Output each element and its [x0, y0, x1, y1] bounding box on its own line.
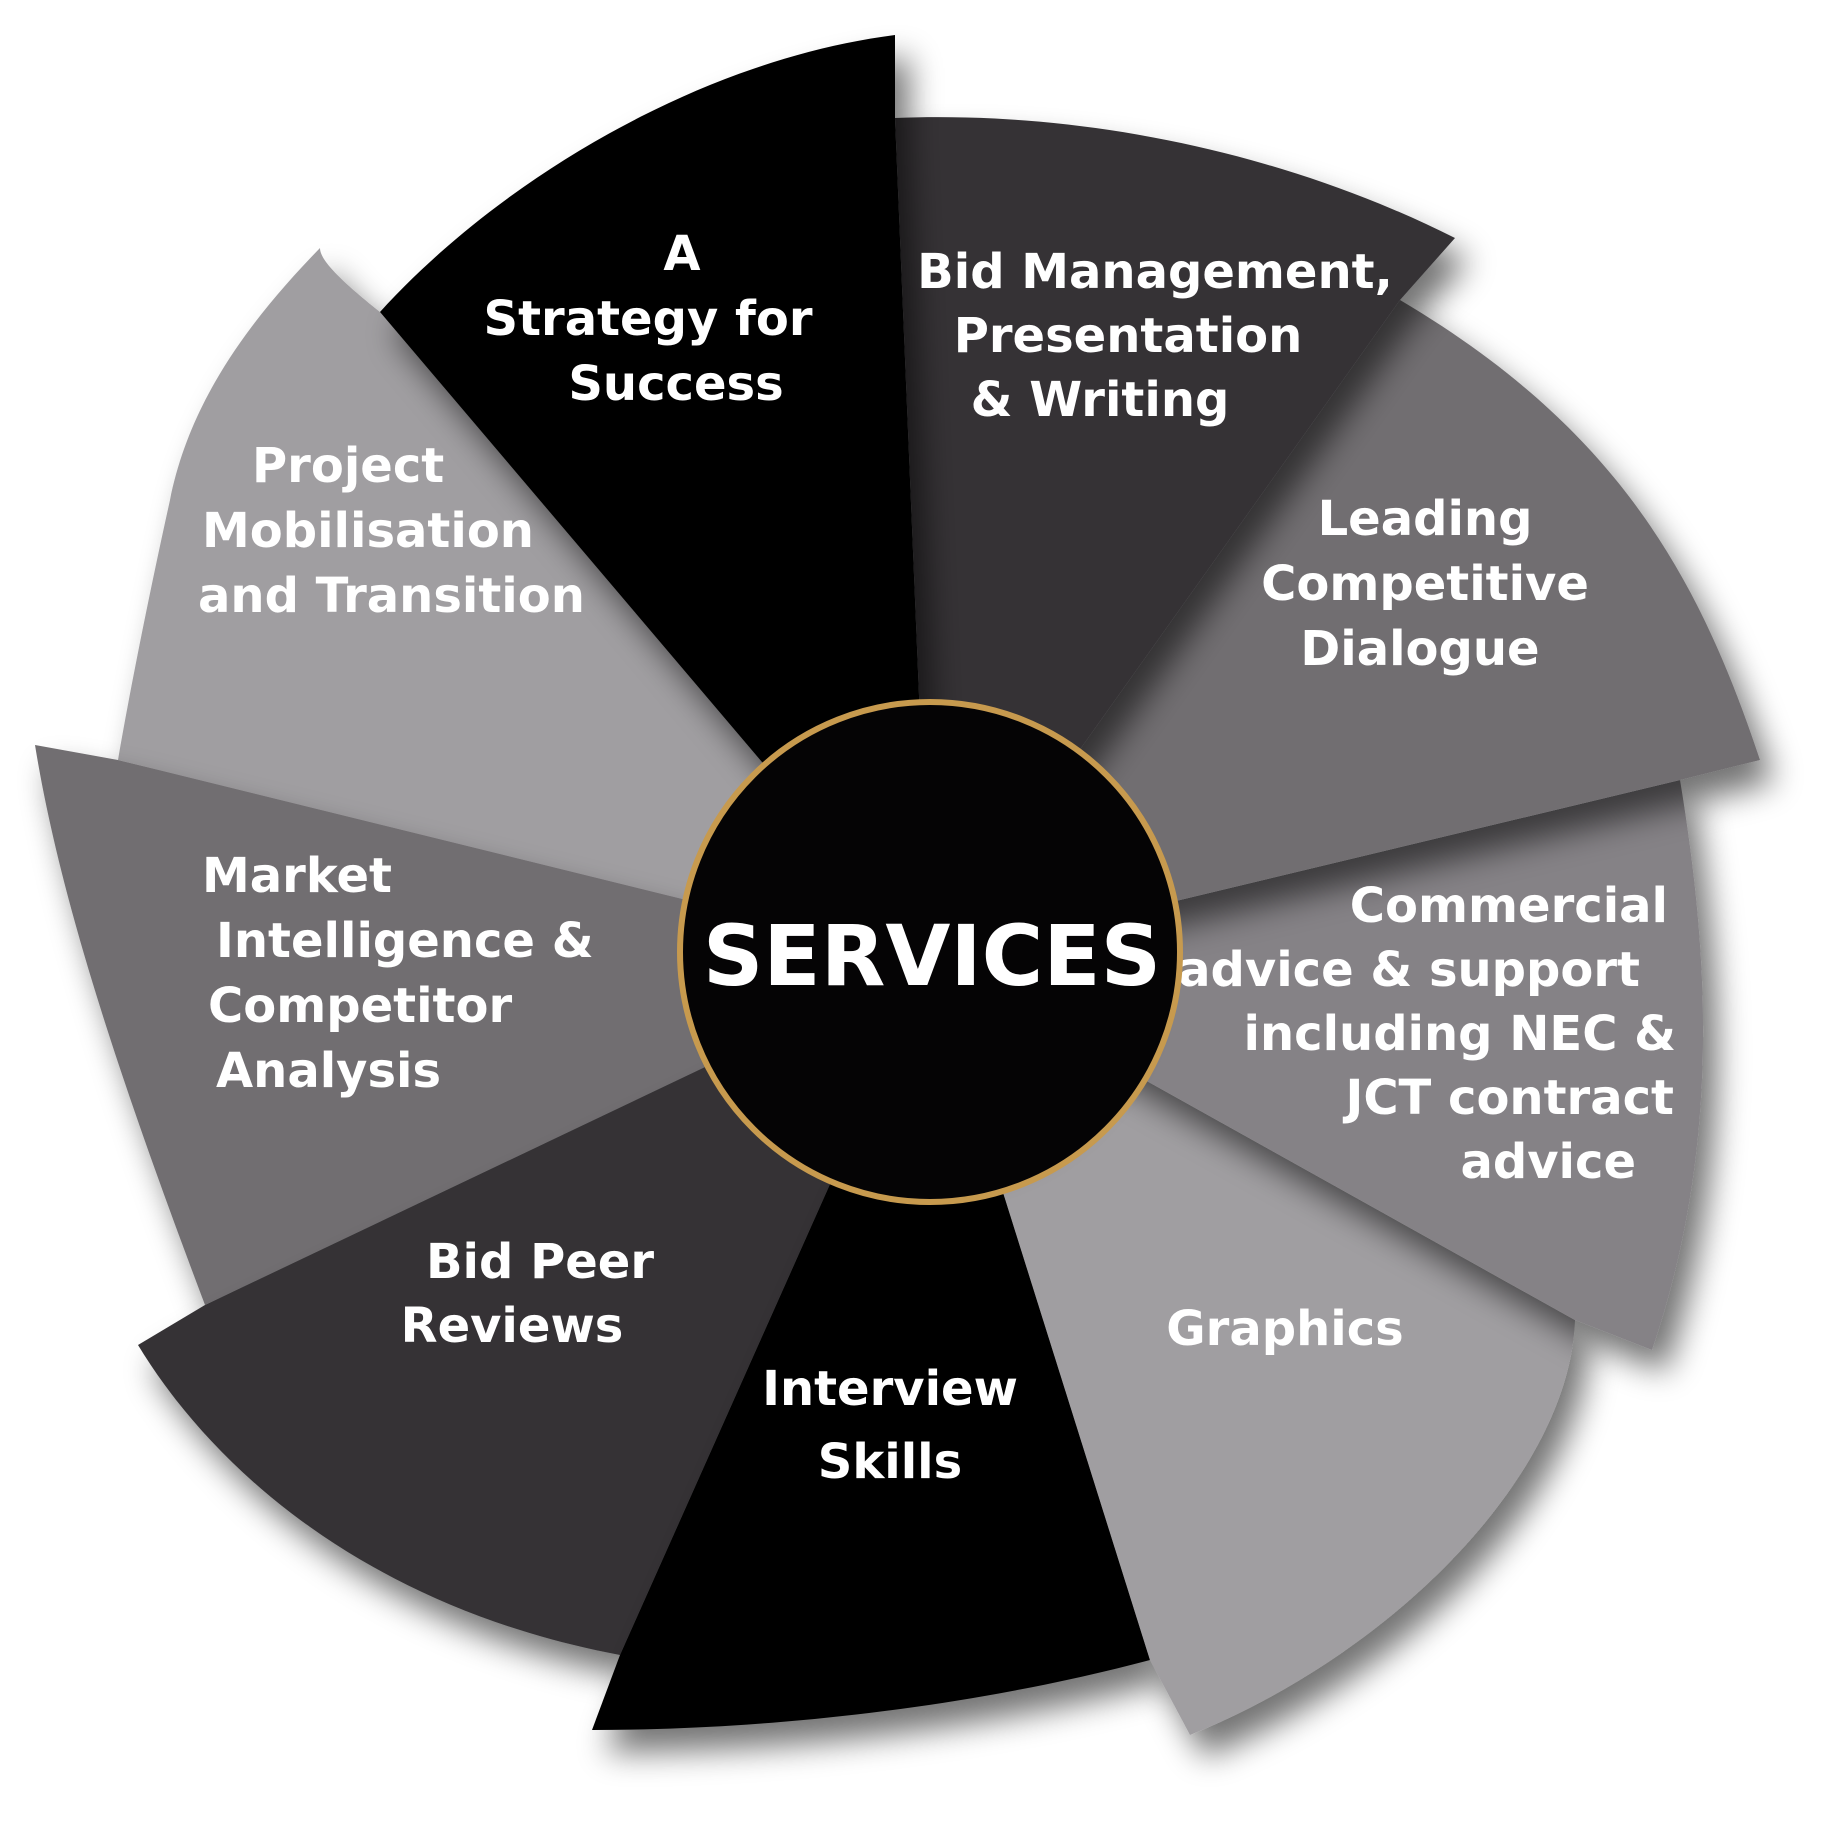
label-line: Analysis [216, 1043, 441, 1099]
label-line: advice [1461, 1134, 1637, 1190]
label-line: Bid Management, [917, 244, 1393, 300]
label-line: Interview [762, 1361, 1018, 1417]
label-line: Competitor [208, 978, 512, 1034]
label-line: JCT contract [1342, 1070, 1674, 1126]
label-line: Leading [1318, 491, 1533, 547]
label-line: Mobilisation [202, 503, 534, 559]
label-line: Graphics [1166, 1301, 1403, 1357]
segment-strategy [380, 35, 930, 960]
segment-project [118, 248, 930, 960]
label-line: Success [568, 356, 783, 412]
label-bid-mgmt: Bid Management, Presentation & Writing [917, 244, 1393, 428]
label-line: and Transition [198, 568, 585, 624]
label-line: Bid Peer [426, 1234, 654, 1290]
label-line: A [663, 226, 700, 282]
label-line: Skills [818, 1434, 962, 1490]
label-line: Project [252, 438, 444, 494]
label-line: & Writing [971, 372, 1230, 428]
segment-leading [930, 300, 1760, 960]
label-line: Commercial [1350, 878, 1668, 934]
label-line: Market [202, 848, 392, 904]
label-commercial: Commercial advice & support including NEC … [1178, 878, 1676, 1190]
label-line: advice & support [1178, 942, 1640, 998]
hub-ring [677, 699, 1183, 1205]
services-hub: SERVICES [675, 699, 1185, 1215]
label-line: Reviews [401, 1298, 624, 1354]
hub-title: SERVICES [703, 907, 1161, 1005]
segment-market [35, 745, 930, 1305]
segment-peer [138, 960, 930, 1655]
label-line: including NEC & [1243, 1006, 1676, 1062]
label-graphics: Graphics [1166, 1301, 1403, 1357]
label-line: Competitive [1261, 556, 1589, 612]
label-line: Dialogue [1300, 621, 1539, 677]
label-line: Presentation [954, 308, 1303, 364]
label-line: Intelligence & [216, 913, 594, 969]
label-line: Strategy for [484, 291, 813, 347]
segment-interview [592, 960, 1150, 1730]
